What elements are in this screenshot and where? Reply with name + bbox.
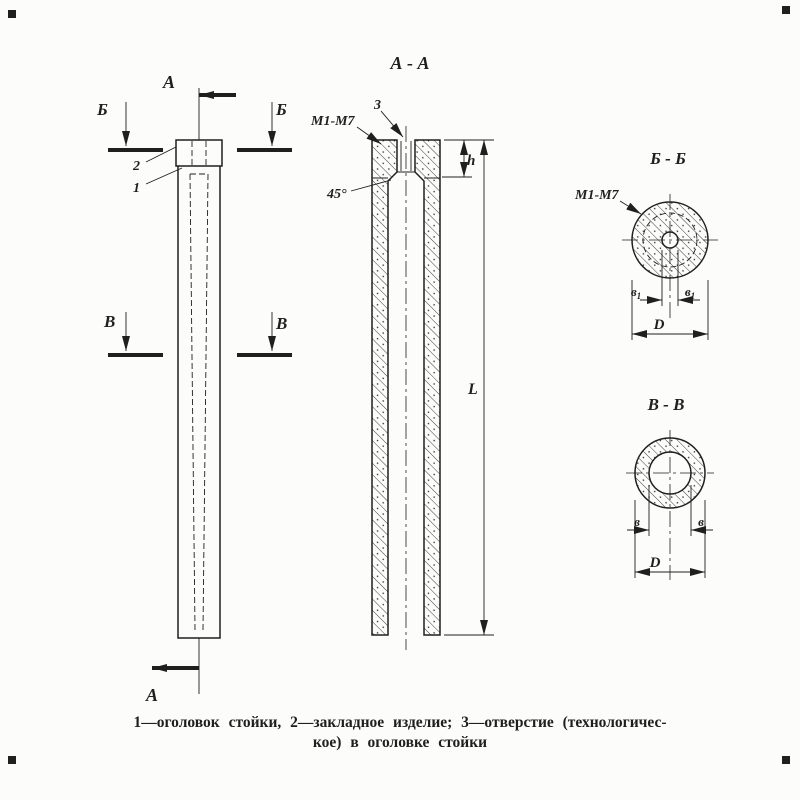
section-a-a: А - А 3 М1-М7 45° h L bbox=[310, 53, 494, 650]
dim-L-label: L bbox=[467, 381, 478, 398]
dim-v-label-left: в bbox=[634, 514, 640, 529]
dim-v1-letter: в bbox=[631, 284, 637, 299]
dim-D-vv-extension-lines bbox=[634, 500, 706, 578]
dim-v1-subscript: 1 bbox=[691, 291, 696, 301]
cut-label-v-right: В bbox=[275, 314, 287, 333]
part-label-3: 3 bbox=[373, 98, 381, 113]
core-hidden-lines bbox=[189, 173, 209, 631]
dim-v1-letter: в bbox=[685, 284, 691, 299]
cap-hole-detail bbox=[397, 141, 415, 173]
dim-v1-subscript: 1 bbox=[637, 291, 642, 301]
section-wall-left bbox=[371, 139, 398, 636]
dim-D-vv-label: D bbox=[649, 555, 661, 571]
leader-part-3 bbox=[380, 110, 404, 138]
part-label-2: 2 bbox=[132, 159, 140, 174]
section-v-v-title: В - В bbox=[647, 395, 685, 414]
registration-mark bbox=[8, 756, 16, 764]
angle-45-label: 45° bbox=[326, 187, 347, 202]
cut-label-v-left: В bbox=[103, 312, 115, 331]
m1m7-label-section: М1-М7 bbox=[310, 114, 356, 129]
registration-marks bbox=[8, 6, 790, 764]
part-label-1: 1 bbox=[133, 181, 140, 196]
cut-label-b-left: Б bbox=[96, 100, 108, 119]
cut-label-b-right: Б bbox=[275, 100, 287, 119]
dim-v1-label-right: в1 bbox=[685, 284, 695, 301]
cut-label-a-top: А bbox=[162, 72, 175, 92]
registration-mark bbox=[782, 756, 790, 764]
caption: 1—оголовок стойки, 2—закладное изделие; … bbox=[134, 714, 667, 751]
caption-line-1: 1—оголовок стойки, 2—закладное изделие; … bbox=[134, 714, 667, 731]
section-v-v: В - В в в D bbox=[626, 395, 714, 580]
post-cap-outline bbox=[175, 139, 223, 167]
dim-v-label-right: в bbox=[698, 514, 704, 529]
leader-m1m7-bb bbox=[619, 200, 642, 215]
cap-hole-hidden-lines bbox=[191, 141, 207, 166]
leader-m1m7-section bbox=[356, 126, 382, 145]
section-a-a-title: А - А bbox=[389, 53, 429, 73]
section-b-b-title: Б - Б bbox=[649, 149, 686, 168]
leader-part-2 bbox=[145, 146, 177, 163]
dim-D-bb-label: D bbox=[653, 317, 665, 333]
dim-h-label: h bbox=[467, 153, 475, 169]
registration-mark bbox=[8, 10, 16, 18]
leader-part-1 bbox=[145, 167, 183, 185]
dim-v1-label-left: в1 bbox=[631, 284, 641, 301]
vv-centerlines bbox=[626, 430, 714, 580]
vv-annulus bbox=[634, 437, 706, 509]
m1m7-label-bb: М1-М7 bbox=[574, 188, 620, 203]
registration-mark bbox=[782, 6, 790, 14]
section-wall-right bbox=[414, 139, 441, 636]
post-body-outline bbox=[177, 166, 221, 639]
front-view: А А Б Б В В 2 1 bbox=[96, 72, 292, 705]
cut-label-a-bottom: А bbox=[145, 685, 158, 705]
caption-line-2: кое) в оголовке стойки bbox=[313, 734, 487, 751]
leader-angle-45 bbox=[350, 179, 392, 192]
section-b-b: Б - Б М1-М7 в1 в1 D bbox=[574, 149, 718, 340]
bb-centerlines bbox=[622, 194, 718, 318]
